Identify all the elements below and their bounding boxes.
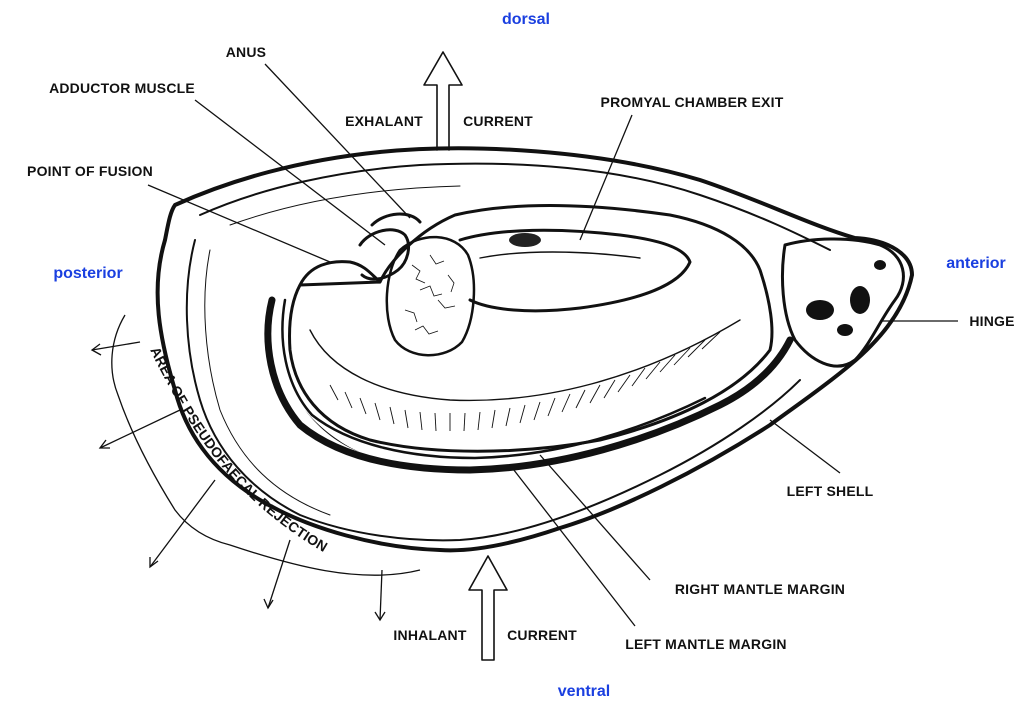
hinge-shading: [806, 260, 886, 336]
adductor-muscle-texture: [405, 255, 455, 334]
gill-fold: [310, 320, 740, 400]
label-anus: ANUS: [226, 44, 266, 60]
label-exhalant-current: CURRENT: [463, 113, 533, 129]
label-anterior: anterior: [946, 255, 1006, 272]
label-exhalant: EXHALANT: [345, 113, 423, 129]
label-posterior: posterior: [53, 265, 122, 282]
label-right-mantle-margin: RIGHT MANTLE MARGIN: [675, 581, 845, 597]
leader-anus: [265, 64, 410, 218]
leader-promyal: [580, 115, 632, 240]
inhalant-arrow: [469, 556, 507, 660]
exhalant-arrow: [424, 52, 462, 150]
label-promyal-chamber-exit: PROMYAL CHAMBER EXIT: [601, 94, 784, 110]
leader-left-mantle: [510, 465, 635, 626]
label-inhalant-current: CURRENT: [507, 627, 577, 643]
label-left-shell: LEFT SHELL: [787, 483, 874, 499]
label-hinge: HINGE: [969, 313, 1014, 329]
leader-right-mantle: [540, 455, 650, 580]
label-adductor-muscle: ADDUCTOR MUSCLE: [49, 80, 195, 96]
text-labels: dorsal ventral anterior posterior ANUS A…: [27, 11, 1015, 700]
label-dorsal: dorsal: [502, 11, 550, 28]
leader-left-shell: [770, 420, 840, 473]
mantle-margin-band: [268, 300, 790, 470]
label-point-of-fusion: POINT OF FUSION: [27, 163, 153, 179]
label-left-mantle-margin: LEFT MANTLE MARGIN: [625, 636, 786, 652]
label-ventral: ventral: [558, 683, 610, 700]
gill-lamellae: [330, 332, 720, 431]
promyal-chamber-inner: [480, 252, 640, 258]
leader-point-of-fusion: [148, 185, 330, 262]
label-inhalant: INHALANT: [393, 627, 466, 643]
hinge-shape: [782, 239, 903, 366]
promyal-chamber: [460, 230, 690, 311]
promyal-shading: [509, 233, 541, 247]
